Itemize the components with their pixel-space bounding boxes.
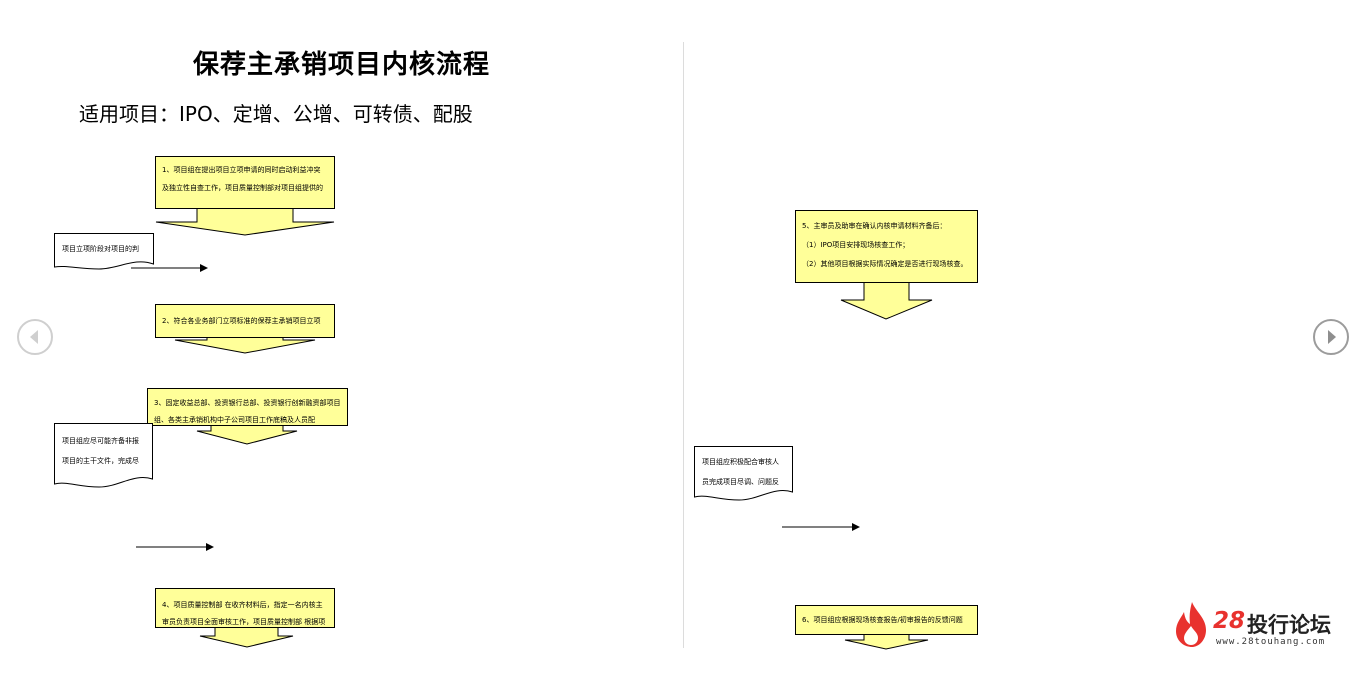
step-2-line-1: 2、符合各业务部门立项标准的保荐主承销项目立项 <box>162 317 321 325</box>
chevron-left-icon <box>30 330 38 344</box>
process-step-1: 1、项目组在提出项目立项申请的同时启动利益冲突 及独立性自查工作，项目质量控制部… <box>155 156 335 209</box>
step-3-line-1: 3、固定收益总部、投资银行总部、投资银行创新融资部项目 <box>154 399 341 407</box>
doc-2-line-2: 项目的主干文件，完成尽 <box>62 457 139 465</box>
doc-3-line-1: 项目组应积极配合审核人 <box>702 458 779 466</box>
step-3-line-2: 组、各类主承销机构中子公司项目工作底稿及人员配 <box>154 416 315 424</box>
step-1-line-2: 及独立性自查工作，项目质量控制部对项目组提供的 <box>162 184 323 192</box>
process-step-2: 2、符合各业务部门立项标准的保荐主承销项目立项 <box>155 304 335 338</box>
step-5-line-3: （2）其他项目根据实际情况确定是否进行现场核查。 <box>802 260 968 268</box>
site-logo[interactable]: 28 投行论坛 www.28touhang.com <box>1172 600 1342 650</box>
page-divider <box>683 42 684 648</box>
process-step-6: 6、项目组应根据现场核查报告/初审报告的反馈问题 <box>795 605 978 635</box>
process-step-5: 5、主审员及助审在确认内核申请材料齐备后： （1）IPO项目安排现场核查工作； … <box>795 210 978 283</box>
step-4-line-2: 审员负责项目全面审核工作，项目质量控制部 根据项 <box>162 618 326 626</box>
document-note-3: 项目组应积极配合审核人 员完成项目尽调、问题反 <box>694 446 793 502</box>
doc-2-line-1: 项目组应尽可能齐备非报 <box>62 437 139 445</box>
down-arrow-1 <box>155 207 335 236</box>
down-arrow-4 <box>199 626 294 648</box>
page-title: 保荐主承销项目内核流程 <box>192 50 490 80</box>
doc-3-line-2: 员完成项目尽调、问题反 <box>702 478 779 486</box>
down-arrow-5 <box>840 281 933 320</box>
step-1-line-1: 1、项目组在提出项目立项申请的同时启动利益冲突 <box>162 166 321 174</box>
step-6-line-1: 6、项目组应根据现场核查报告/初审报告的反馈问题 <box>802 616 963 624</box>
step-5-line-2: （1）IPO项目安排现场核查工作； <box>802 241 910 249</box>
step-5-line-1: 5、主审员及助审在确认内核申请材料齐备后： <box>802 222 947 230</box>
flame-icon <box>1176 602 1206 647</box>
logo-number: 28 <box>1213 608 1246 634</box>
document-note-2: 项目组应尽可能齐备非报 项目的主干文件，完成尽 <box>54 423 153 489</box>
logo-name: 投行论坛 <box>1247 613 1331 637</box>
process-step-4: 4、项目质量控制部 在收齐材料后，指定一名内核主 审员负责项目全面审核工作，项目… <box>155 588 335 628</box>
page-subtitle: 适用项目：IPO、定增、公增、可转债、配股 <box>79 102 473 126</box>
logo-url: www.28touhang.com <box>1216 637 1326 647</box>
chevron-right-icon <box>1328 330 1336 344</box>
document-shape <box>694 446 793 501</box>
prev-page-button[interactable] <box>17 319 53 355</box>
document-shape <box>54 423 153 488</box>
process-step-3: 3、固定收益总部、投资银行总部、投资银行创新融资部项目 组、各类主承销机构中子公… <box>147 388 348 426</box>
down-arrow-3 <box>196 424 298 445</box>
document-note-1: 项目立项阶段对项目的判 <box>54 233 154 271</box>
document-shape <box>54 233 154 270</box>
step-4-line-1: 4、项目质量控制部 在收齐材料后，指定一名内核主 <box>162 601 323 609</box>
doc-1-line-1: 项目立项阶段对项目的判 <box>62 245 139 253</box>
down-arrow-2 <box>174 336 316 354</box>
next-page-button[interactable] <box>1313 319 1349 355</box>
down-arrow-6 <box>844 633 929 650</box>
